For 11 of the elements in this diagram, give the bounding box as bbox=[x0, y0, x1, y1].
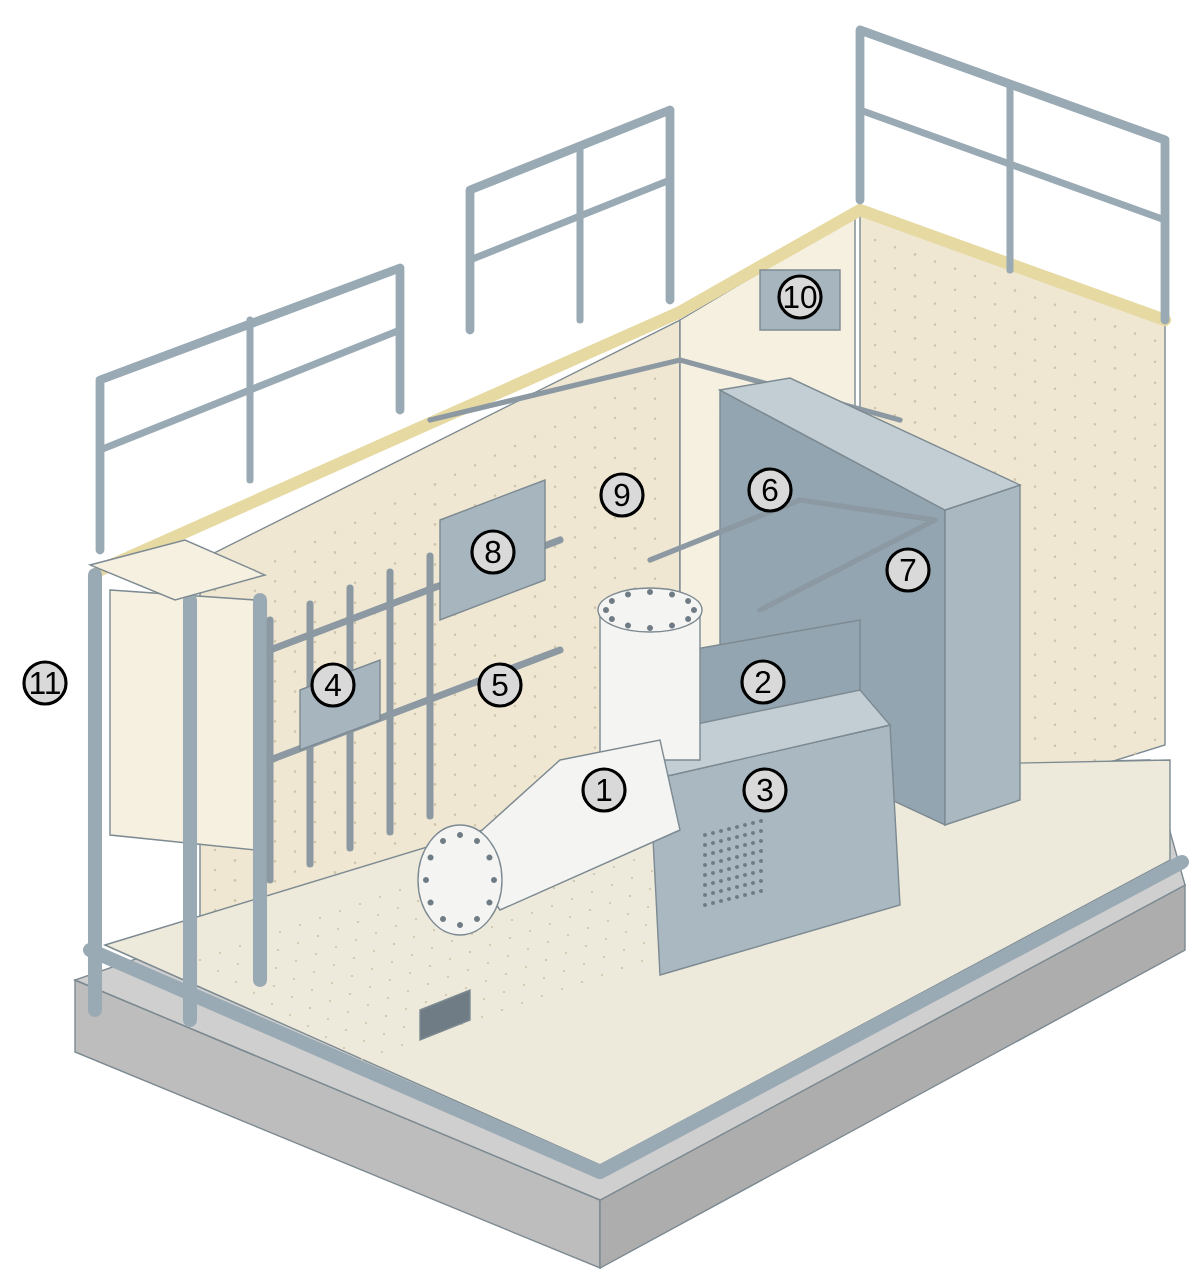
callout-number: 2 bbox=[740, 659, 786, 705]
callout-number: 1 bbox=[581, 767, 627, 813]
callout-number: 10 bbox=[777, 274, 823, 320]
callout-number: 6 bbox=[747, 467, 793, 513]
callout-number: 8 bbox=[470, 529, 516, 575]
callout-number: 4 bbox=[310, 662, 356, 708]
callout-number: 9 bbox=[599, 472, 645, 518]
callout-number: 7 bbox=[885, 547, 931, 593]
callout-number: 3 bbox=[742, 767, 788, 813]
callout-number: 5 bbox=[477, 662, 523, 708]
callout-number: 11 bbox=[22, 660, 68, 706]
